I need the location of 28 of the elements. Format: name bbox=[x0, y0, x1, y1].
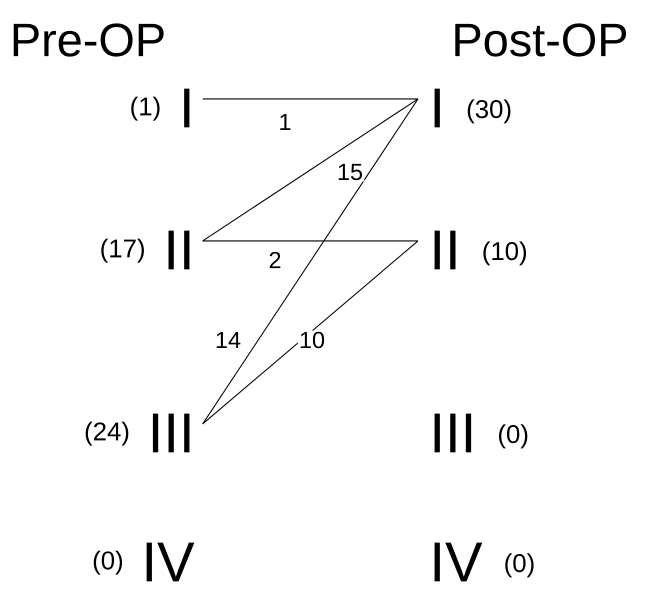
edge-label: 14 bbox=[214, 330, 242, 350]
patient-count: (0) bbox=[505, 553, 534, 578]
connector-line bbox=[202, 98, 418, 100]
grade-numeral: III bbox=[434, 414, 472, 452]
connector-line bbox=[202, 240, 418, 424]
patient-count: (24) bbox=[86, 422, 128, 446]
grade-numeral: II bbox=[434, 230, 456, 270]
grade-numeral: IV bbox=[146, 542, 194, 582]
grade-numeral: II bbox=[168, 230, 190, 270]
grade-numeral: I bbox=[434, 88, 440, 128]
grade-numeral: III bbox=[152, 414, 190, 452]
edge-label: 10 bbox=[298, 330, 326, 350]
connector-line bbox=[202, 240, 418, 242]
patient-count: (1) bbox=[131, 96, 160, 121]
patient-count: (0) bbox=[94, 550, 122, 575]
patient-count: (17) bbox=[101, 238, 144, 263]
patient-count: (0) bbox=[499, 424, 528, 448]
connector-line bbox=[202, 98, 418, 242]
edge-label: 15 bbox=[336, 162, 364, 182]
connector-line bbox=[202, 98, 418, 424]
patient-count: (10) bbox=[483, 241, 526, 266]
column-heading: Pre-OP bbox=[14, 23, 164, 57]
edge-label: 2 bbox=[267, 250, 283, 270]
column-heading: Post-OP bbox=[455, 23, 626, 57]
grade-numeral: IV bbox=[434, 542, 482, 582]
patient-count: (30) bbox=[468, 99, 510, 124]
edge-label: 1 bbox=[277, 112, 293, 132]
grade-numeral: I bbox=[184, 88, 190, 128]
